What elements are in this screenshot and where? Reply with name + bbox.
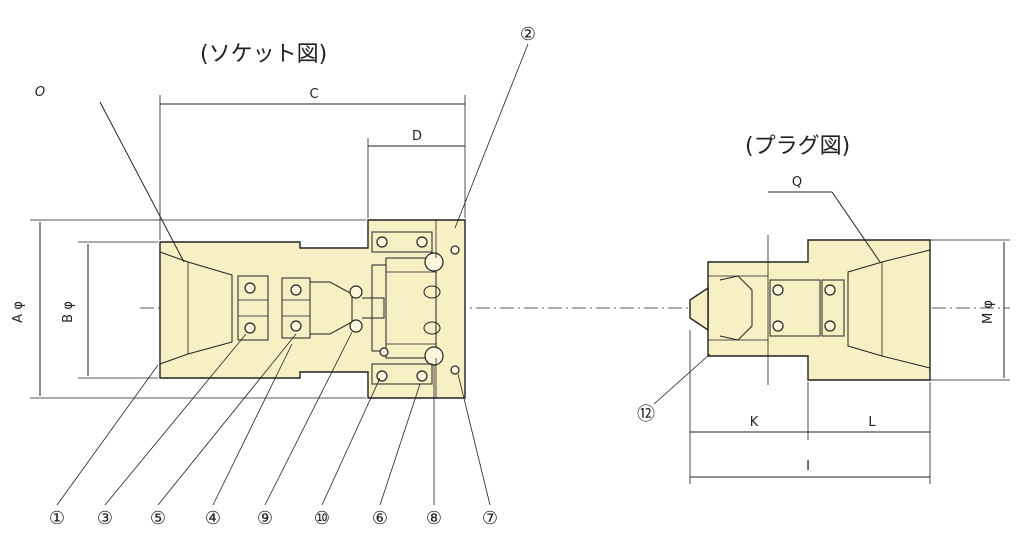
- plug-body: [689, 235, 931, 385]
- callout-3: ③: [97, 508, 113, 529]
- socket-body: [159, 219, 466, 399]
- socket-dimensions: [30, 95, 466, 399]
- dimension-k-label: K: [750, 415, 759, 430]
- callout-4: ④: [205, 508, 221, 529]
- dimension-d-label: D: [412, 129, 422, 144]
- callout-10: ⑩: [314, 508, 330, 529]
- dimension-a-label: A φ: [11, 301, 26, 323]
- dimension-i-label: I: [806, 459, 810, 474]
- dimension-o-label: O: [35, 85, 45, 100]
- dimension-q-label: Q: [792, 175, 802, 190]
- plug-diagram-title: (プラグ図): [745, 134, 851, 159]
- callout-9: ⑨: [257, 508, 273, 529]
- callout-12: ⑫: [637, 404, 655, 425]
- plug-dimensions: [653, 191, 1010, 484]
- dimension-l-label: L: [868, 415, 876, 430]
- callout-5: ⑤: [150, 508, 166, 529]
- socket-callout-leaders: [56, 43, 529, 506]
- callout-7: ⑦: [482, 508, 498, 529]
- callout-2: ②: [520, 24, 536, 45]
- callout-8: ⑧: [426, 508, 442, 529]
- dimension-m-label: M φ: [981, 300, 996, 324]
- dimension-c-label: C: [309, 87, 318, 102]
- callout-1: ①: [49, 508, 65, 529]
- dimension-b-label: B φ: [61, 301, 76, 323]
- callout-6: ⑥: [372, 508, 388, 529]
- socket-diagram-title: (ソケット図): [200, 42, 328, 67]
